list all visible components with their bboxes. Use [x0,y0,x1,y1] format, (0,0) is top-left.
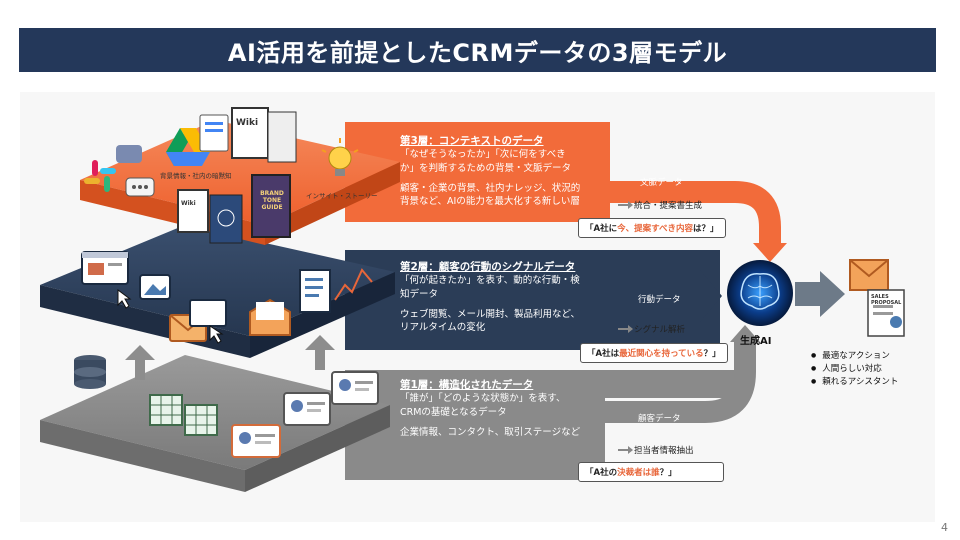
layer1-text: 第1層：構造化されたデータ 「誰が」「どのような状態か」を表す、 CRMの基礎と… [400,378,610,439]
layer3-desc-2: か」を判断するための背景・文脈データ [400,162,572,174]
wiki-binder-text: Wiki [181,200,196,207]
layer1-desc-2: CRMの基礎となるデータ [400,406,507,418]
layer2-question-post: ？」 [703,349,721,359]
layer2-desc-2: 知データ [400,288,439,300]
contact-card-icons [231,371,379,458]
generative-ai-label: 生成AI [740,336,772,347]
layer1-process-text: 担当者情報抽出 [634,446,694,456]
layer3-desc-1: 「なぜそうなったか」「次に何をすべき [400,149,566,161]
layer2-process-text: シグナル解析 [634,325,686,335]
layer1-flow-label: 顧客データ [638,414,681,424]
lightbulb-icon [321,138,359,176]
layer1-question-post: ？」 [659,468,677,478]
layer3-flow-label: 文脈データ [640,178,683,188]
mail-open-icon [249,298,291,336]
illus-label-insight: インサイト・ストーリー [306,192,378,200]
layer3-text: 第3層：コンテキストのデータ 「なぜそうなったか」「次に何をすべき か」を判断す… [400,134,610,208]
layer2-question: 「A社は最近関心を持っている？」 [580,343,728,363]
layer2-process: シグナル解析 [618,323,685,335]
layer1-heading: 第1層：構造化されたデータ [400,379,534,391]
layer2-flow-label: 行動データ [638,295,681,305]
layer2-band [345,250,720,350]
layer1-arrow [600,340,756,423]
wiki-text: Wiki [236,118,259,128]
database-icon [74,355,106,389]
sales-proposal-text: SALES PROPOSAL [871,294,902,306]
outcome-item: 最適なアクション [811,350,898,363]
layer2-question-highlight: 最近関心を持っている [619,349,704,359]
ai-output-arrow [795,271,845,317]
layer3-heading: 第3層：コンテキストのデータ [400,135,544,147]
layer2-desc-1: 「何が起きたか」を表す、動的な行動・検 [400,275,580,287]
layer3-arrow [600,181,781,245]
docs-icon [199,114,229,152]
outcome-item: 人間らしい対応 [811,363,898,376]
chart-line-icon [299,268,373,313]
layer1-process: 担当者情報抽出 [618,444,694,456]
slack-icon [84,160,116,192]
layer3-band [345,122,610,222]
brand-tone-guide-text: BRAND TONE GUIDE [260,190,284,211]
layer1-question-highlight: 決裁者は誰 [617,468,660,478]
layer1-question-pre: 「A社の [585,468,618,478]
slide-title: AI活用を前提としたCRMデータの3層モデル [19,28,936,72]
layer2-question-pre: 「A社は [587,349,620,359]
chat-bubble-icon [116,145,155,197]
layer2-detail-1: ウェブ閲覧、メール開封、製品利用など、 [400,308,581,320]
illus-label-background: 背景情報・社内の暗黙知 [160,172,232,180]
drive-icon [166,128,210,166]
layer1-question: 「A社の決裁者は誰？」 [578,462,724,482]
layer2-heading: 第2層：顧客の行動のシグナルデータ [400,261,576,273]
layer3-slab [80,120,400,225]
layer3-question: 「A社に今、提案すべき内容は？」 [578,218,726,238]
browser-icon [81,251,132,309]
layer2-text: 第2層：顧客の行動のシグナルデータ 「何が起きたか」を表す、動的な行動・検 知デ… [400,260,610,334]
layer3-detail-1: 顧客・企業の背景、社内ナレッジ、状況的 [400,182,581,194]
layer1-desc-1: 「誰が」「どのような状態か」を表す、 [400,393,566,405]
wiki-book-icon [231,107,297,163]
wiki-binder-icon [177,189,243,244]
sales-proposal-icon [849,259,905,337]
generative-ai-icon [727,260,793,326]
spreadsheet-icon [149,394,218,436]
layer3-question-pre: 「A社に [585,224,618,234]
layer3-detail-2: 背景など、AIの能力を最大化する新しい層 [400,195,580,207]
layer2-detail-2: リアルタイムの変化 [400,321,486,333]
monitor-icon [189,299,227,344]
layer3-question-highlight: 今、提案すべき内容 [617,224,693,234]
layer3-question-post: は？」 [693,224,719,234]
brand-tone-guide-icon [251,174,291,238]
layer1-detail-1: 企業情報、コンタクト、取引ステージなど [400,426,581,438]
upward-arrows [125,335,335,380]
outcome-item: 頼れるアシスタント [811,376,898,389]
layer2-arrow [600,270,722,322]
image-icon [139,274,171,300]
layer3-process-text: 統合・提案書生成 [634,201,703,211]
page-number: 4 [941,521,948,534]
layer3-process: 統合・提案書生成 [618,199,702,211]
outcome-list: 最適なアクション 人間らしい対応 頼れるアシスタント [811,350,898,390]
